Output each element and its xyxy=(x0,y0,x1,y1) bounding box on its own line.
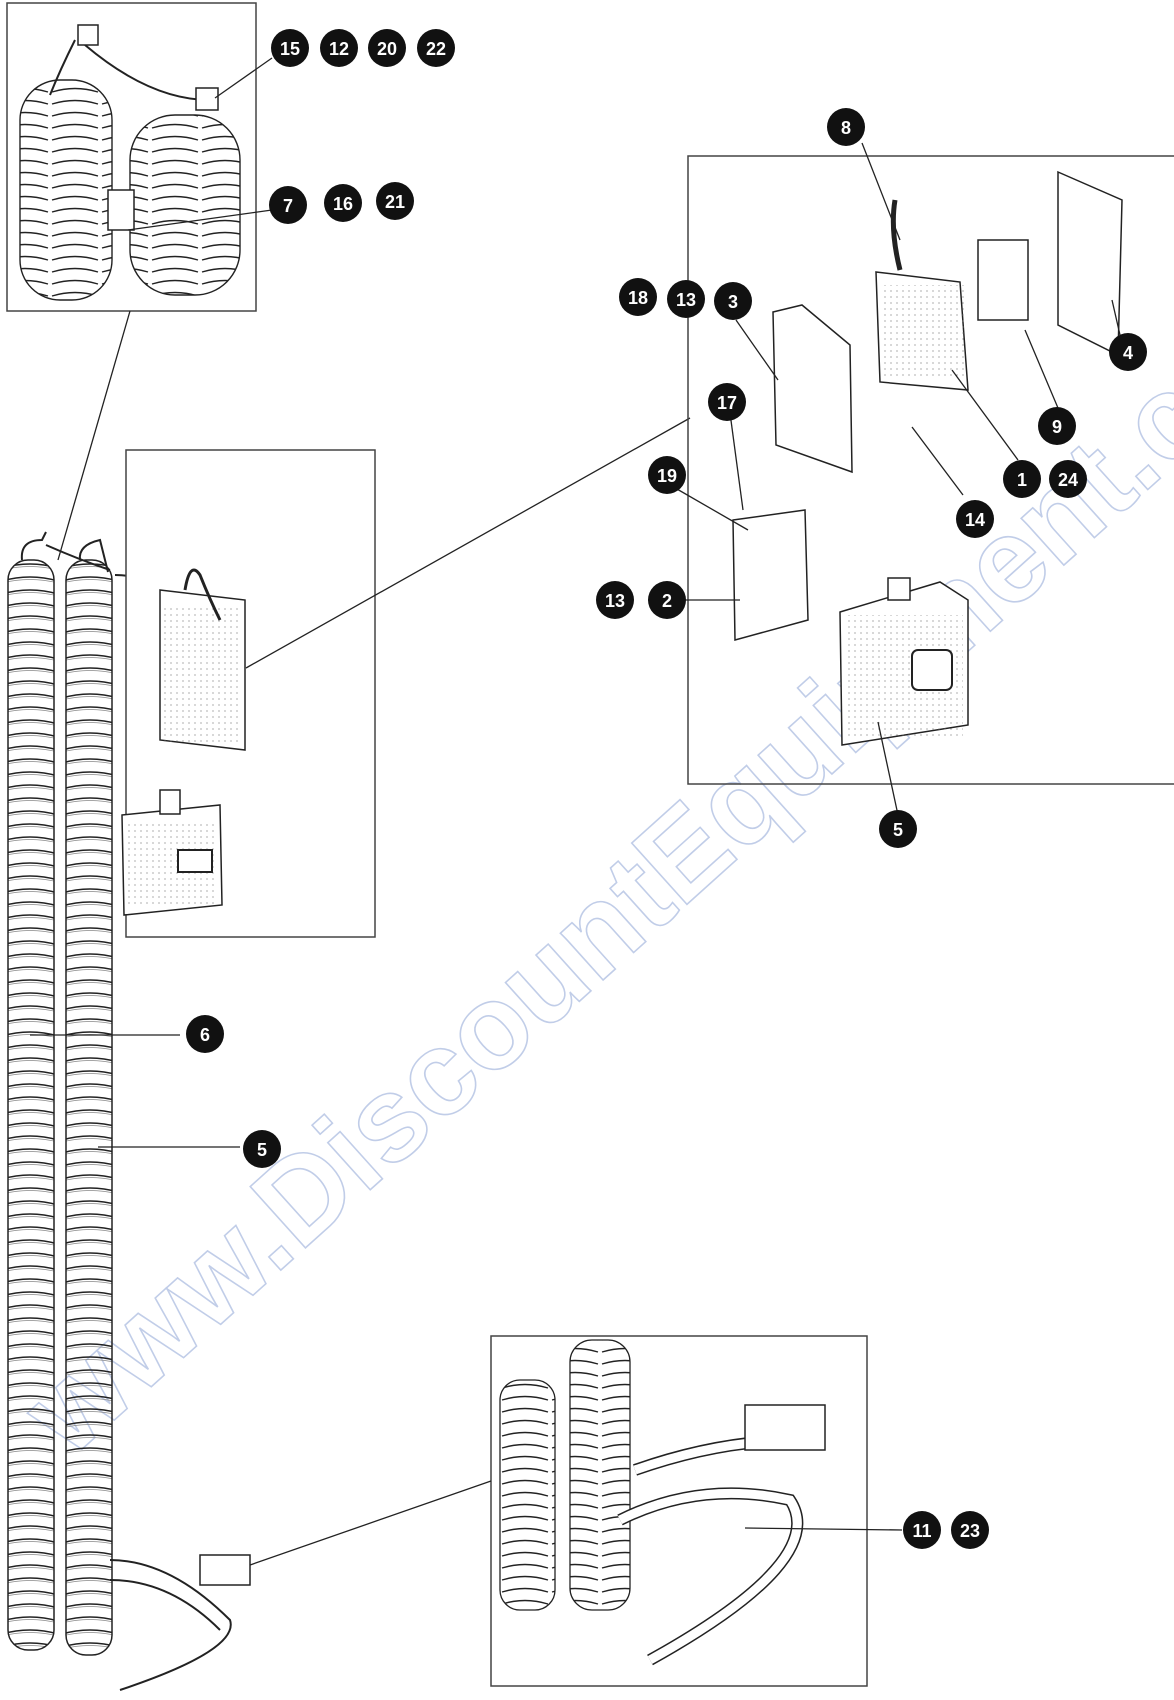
callout-5-cord: 5 xyxy=(243,1130,281,1168)
svg-text:2: 2 xyxy=(662,591,672,611)
callout-21: 21 xyxy=(376,182,414,220)
svg-text:19: 19 xyxy=(657,466,677,486)
callout-23: 23 xyxy=(951,1511,989,1549)
svg-text:14: 14 xyxy=(965,510,985,530)
callout-19: 19 xyxy=(648,456,686,494)
svg-text:20: 20 xyxy=(377,39,397,59)
svg-text:24: 24 xyxy=(1058,470,1078,490)
callout-6: 6 xyxy=(186,1015,224,1053)
svg-text:8: 8 xyxy=(841,118,851,138)
svg-text:15: 15 xyxy=(280,39,300,59)
svg-text:23: 23 xyxy=(960,1521,980,1541)
svg-text:13: 13 xyxy=(605,591,625,611)
callout-3: 3 xyxy=(714,282,752,320)
svg-text:18: 18 xyxy=(628,288,648,308)
inset-assembled-boxes xyxy=(121,449,376,938)
callout-13-top: 13 xyxy=(667,280,705,318)
svg-text:7: 7 xyxy=(283,196,293,216)
callout-2: 2 xyxy=(648,581,686,619)
inset-clamp-detail xyxy=(490,1335,868,1687)
svg-text:12: 12 xyxy=(329,39,349,59)
svg-text:9: 9 xyxy=(1052,417,1062,437)
svg-text:22: 22 xyxy=(426,39,446,59)
callout-11: 11 xyxy=(903,1511,941,1549)
callout-18: 18 xyxy=(619,278,657,316)
svg-text:5: 5 xyxy=(893,820,903,840)
svg-text:11: 11 xyxy=(912,1521,931,1541)
exploded-view-frame xyxy=(687,155,1174,785)
callout-9: 9 xyxy=(1038,407,1076,445)
coiled-cord-5 xyxy=(65,559,113,1656)
callout-15: 15 xyxy=(271,29,309,67)
svg-text:21: 21 xyxy=(385,192,405,212)
svg-text:3: 3 xyxy=(728,292,738,312)
leader-lines xyxy=(30,57,1121,1531)
svg-text:16: 16 xyxy=(333,194,353,214)
callout-7: 7 xyxy=(269,186,307,224)
svg-text:5: 5 xyxy=(257,1140,267,1160)
callout-24: 24 xyxy=(1049,460,1087,498)
svg-text:13: 13 xyxy=(676,290,696,310)
callout-22: 22 xyxy=(417,29,455,67)
callout-20: 20 xyxy=(368,29,406,67)
callout-14: 14 xyxy=(956,500,994,538)
svg-text:4: 4 xyxy=(1123,343,1133,363)
callout-4: 4 xyxy=(1109,333,1147,371)
svg-text:6: 6 xyxy=(200,1025,210,1045)
callout-8: 8 xyxy=(827,108,865,146)
callout-17: 17 xyxy=(708,383,746,421)
callouts: 15 12 20 22 7 16 21 8 18 13 3 4 17 9 19 … xyxy=(186,29,1147,1549)
callout-16: 16 xyxy=(324,184,362,222)
callout-5-exploded: 5 xyxy=(879,810,917,848)
svg-text:17: 17 xyxy=(717,393,737,413)
coiled-cord-6 xyxy=(7,559,55,1651)
callout-12: 12 xyxy=(320,29,358,67)
svg-text:1: 1 xyxy=(1017,470,1027,490)
callout-1: 1 xyxy=(1003,460,1041,498)
callout-13-mid: 13 xyxy=(596,581,634,619)
inset-coil-detail xyxy=(6,2,257,312)
